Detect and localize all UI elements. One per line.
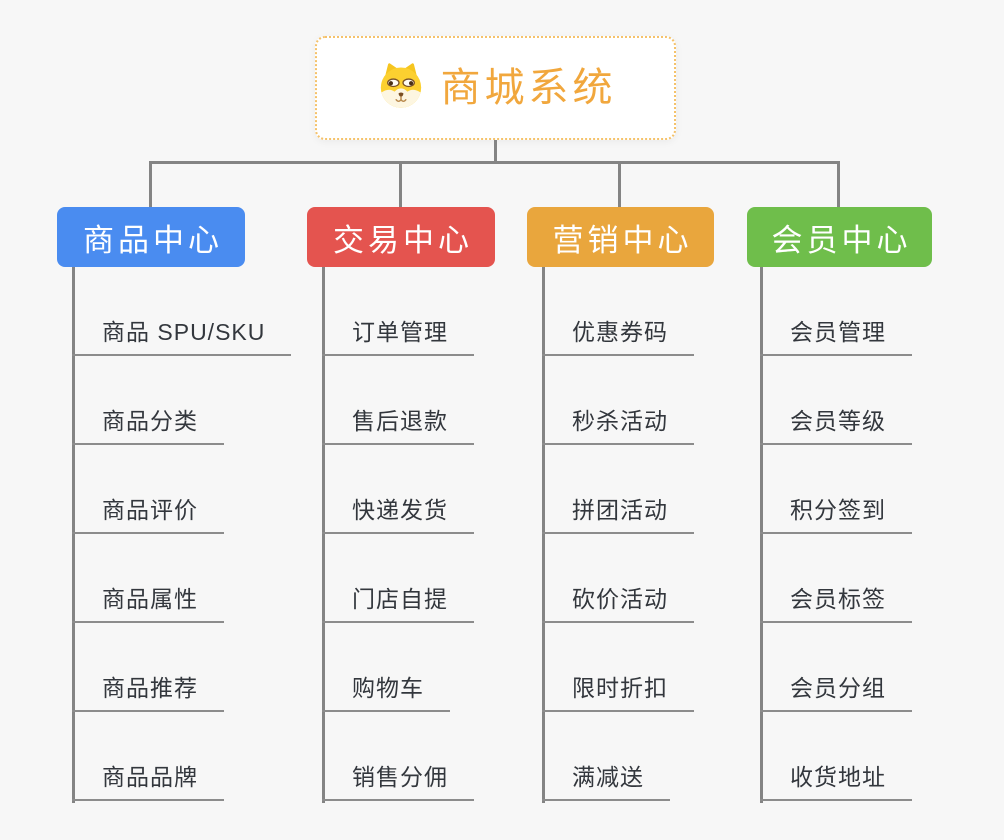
branch-node-marketing-center[interactable]: 营销中心 [527, 207, 714, 267]
branch-trunk-line [760, 267, 763, 803]
leaf-node[interactable]: 销售分佣 [322, 763, 474, 801]
leaf-node[interactable]: 商品推荐 [72, 674, 224, 712]
leaf-node[interactable]: 会员分组 [760, 674, 912, 712]
leaf-node[interactable]: 收货地址 [760, 763, 912, 801]
leaf-node[interactable]: 会员管理 [760, 318, 912, 356]
connector-horizontal-rail [149, 161, 840, 164]
connector-drop-member [837, 162, 840, 208]
branch-node-trade-center[interactable]: 交易中心 [307, 207, 495, 267]
leaf-node[interactable]: 砍价活动 [542, 585, 694, 623]
root-title: 商城系统 [440, 66, 617, 110]
connector-root-drop [494, 140, 497, 163]
leaf-node[interactable]: 购物车 [322, 674, 450, 712]
leaf-node[interactable]: 积分签到 [760, 496, 912, 534]
leaf-node[interactable]: 商品品牌 [72, 763, 224, 801]
connector-drop-product [149, 162, 152, 208]
leaf-node[interactable]: 商品 SPU/SKU [72, 318, 292, 356]
leaf-node[interactable]: 优惠券码 [542, 318, 694, 356]
leaf-node[interactable]: 会员等级 [760, 407, 912, 445]
connector-drop-trade [399, 162, 402, 208]
leaf-node[interactable]: 会员标签 [760, 585, 912, 623]
leaf-node[interactable]: 拼团活动 [542, 496, 694, 534]
leaf-node[interactable]: 满减送 [542, 763, 670, 801]
branch-trunk-line [322, 267, 325, 803]
branch-node-member-center[interactable]: 会员中心 [747, 207, 932, 267]
shiba-dog-icon [375, 61, 427, 116]
root-node[interactable]: 商城系统 [315, 36, 676, 140]
leaf-node[interactable]: 快递发货 [322, 496, 474, 534]
leaf-node[interactable]: 售后退款 [322, 407, 474, 445]
leaf-node[interactable]: 订单管理 [322, 318, 474, 356]
branch-trunk-line [542, 267, 545, 803]
connector-drop-marketing [618, 162, 621, 208]
leaf-node[interactable]: 商品分类 [72, 407, 224, 445]
leaf-node[interactable]: 秒杀活动 [542, 407, 694, 445]
leaf-node[interactable]: 限时折扣 [542, 674, 694, 712]
leaf-node[interactable]: 门店自提 [322, 585, 474, 623]
leaf-node[interactable]: 商品属性 [72, 585, 224, 623]
branch-trunk-line [72, 267, 75, 803]
leaf-node[interactable]: 商品评价 [72, 496, 224, 534]
branch-node-product-center[interactable]: 商品中心 [57, 207, 245, 267]
